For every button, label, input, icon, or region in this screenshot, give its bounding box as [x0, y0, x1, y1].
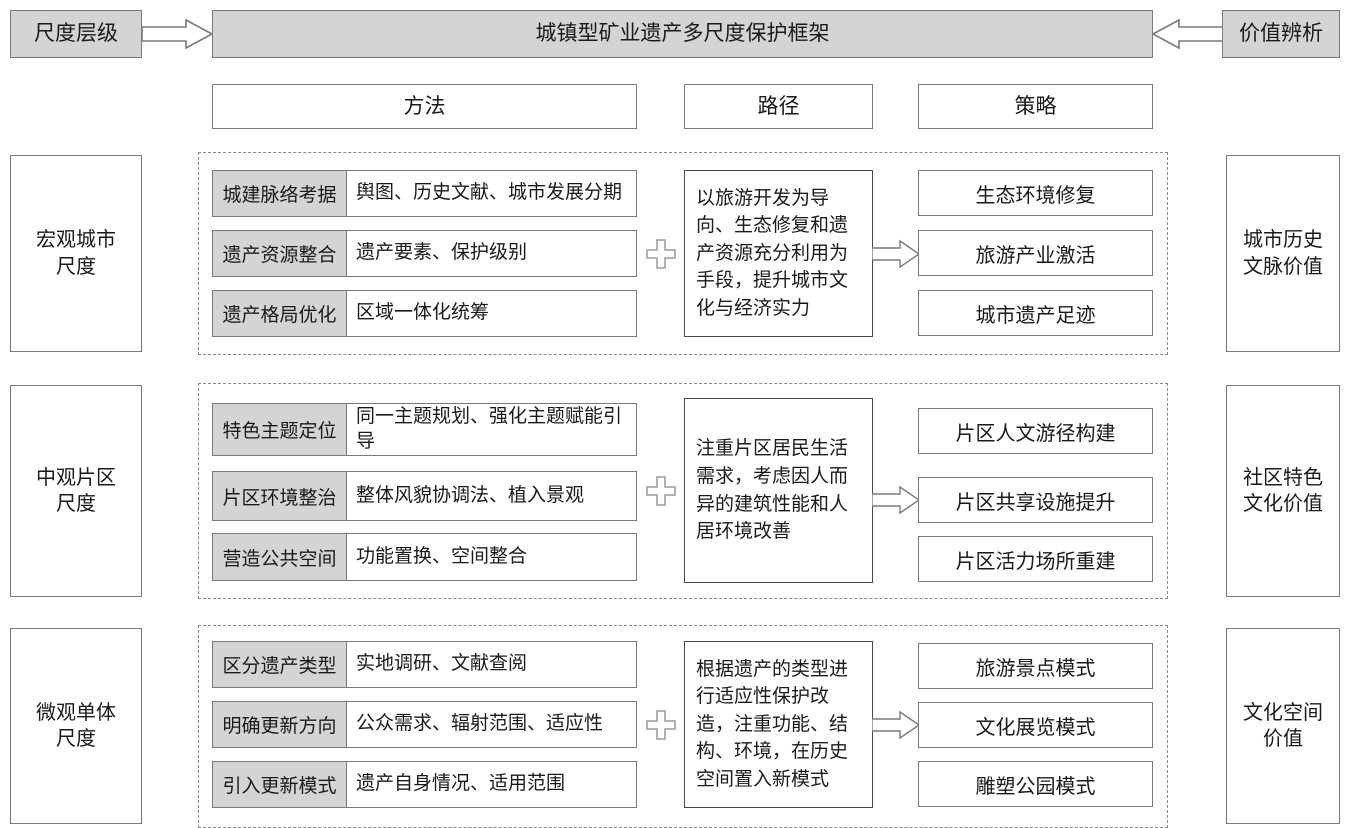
plus-connector-icon [646, 710, 676, 740]
method-value: 舆图、历史文献、城市发展分期 [356, 182, 623, 204]
path-to-strategy-arrow-icon [872, 710, 920, 740]
method-row: 营造公共空间 功能置换、空间整合 [212, 533, 637, 581]
method-row: 片区环境整治 整体风貌协调法、植入景观 [212, 471, 637, 521]
value-category-box: 社区特色文化价值 [1226, 385, 1340, 597]
method-row: 遗产资源整合 遗产要素、保护级别 [212, 230, 637, 277]
method-value: 区域一体化统筹 [356, 302, 490, 324]
method-value: 遗产要素、保护级别 [356, 242, 528, 264]
method-value: 公众需求、辐射范围、适应性 [356, 713, 604, 735]
header-left-arrow-icon [142, 18, 214, 50]
column-header-method: 方法 [212, 84, 637, 129]
path-to-strategy-arrow-icon [872, 485, 920, 515]
method-label: 遗产格局优化 [213, 291, 347, 336]
strategy-box: 片区人文游径构建 [918, 408, 1153, 454]
method-row: 特色主题定位 同一主题规划、强化主题赋能引导 [212, 403, 637, 456]
method-label: 片区环境整治 [213, 472, 347, 520]
path-box: 以旅游开发为导向、生态修复和遗产资源充分利用为手段，提升城市文化与经济实力 [684, 170, 873, 337]
column-header-path: 路径 [684, 84, 873, 129]
method-row: 遗产格局优化 区域一体化统筹 [212, 290, 637, 337]
method-value: 功能置换、空间整合 [356, 545, 528, 567]
method-label: 特色主题定位 [213, 404, 347, 455]
header-left-label: 尺度层级 [10, 10, 142, 58]
plus-connector-icon [646, 476, 676, 506]
scale-level-box: 宏观城市尺度 [10, 155, 142, 352]
method-label: 遗产资源整合 [213, 231, 347, 276]
strategy-box: 旅游景点模式 [918, 643, 1153, 689]
path-box: 注重片区居民生活需求，考虑因人而异的建筑性能和人居环境改善 [684, 398, 873, 583]
header-right-arrow-icon [1151, 18, 1223, 50]
scale-row-band [198, 383, 1168, 599]
method-label: 引入更新模式 [213, 762, 347, 807]
method-label: 营造公共空间 [213, 534, 347, 580]
scale-level-box: 中观片区尺度 [10, 385, 142, 597]
method-value: 整体风貌协调法、植入景观 [356, 484, 585, 506]
strategy-box: 雕塑公园模式 [918, 761, 1153, 807]
column-header-strategy: 策略 [918, 84, 1153, 129]
framework-title: 城镇型矿业遗产多尺度保护框架 [212, 10, 1153, 58]
strategy-box: 片区共享设施提升 [918, 477, 1153, 523]
strategy-box: 城市遗产足迹 [918, 290, 1153, 336]
method-row: 区分遗产类型 实地调研、文献查阅 [212, 641, 637, 688]
value-category-box: 城市历史文脉价值 [1226, 155, 1340, 352]
strategy-box: 文化展览模式 [918, 702, 1153, 748]
method-row: 引入更新模式 遗产自身情况、适用范围 [212, 761, 637, 808]
strategy-box: 生态环境修复 [918, 170, 1153, 216]
method-row: 城建脉络考据 舆图、历史文献、城市发展分期 [212, 170, 637, 217]
path-to-strategy-arrow-icon [872, 239, 920, 269]
method-label: 明确更新方向 [213, 702, 347, 747]
method-row: 明确更新方向 公众需求、辐射范围、适应性 [212, 701, 637, 748]
scale-level-box: 微观单体尺度 [10, 628, 142, 824]
strategy-box: 片区活力场所重建 [918, 536, 1153, 582]
strategy-box: 旅游产业激活 [918, 230, 1153, 276]
path-box: 根据遗产的类型进行适应性保护改造，注重功能、结构、环境，在历史空间置入新模式 [684, 641, 873, 808]
method-value: 遗产自身情况、适用范围 [356, 773, 566, 795]
header-right-label: 价值辨析 [1222, 10, 1340, 58]
value-category-box: 文化空间价值 [1226, 628, 1340, 824]
scale-row-band [198, 152, 1168, 355]
method-label: 城建脉络考据 [213, 171, 347, 216]
method-value: 实地调研、文献查阅 [356, 653, 528, 675]
method-value: 同一主题规划、强化主题赋能引导 [356, 405, 623, 452]
method-label: 区分遗产类型 [213, 642, 347, 687]
plus-connector-icon [646, 239, 676, 269]
